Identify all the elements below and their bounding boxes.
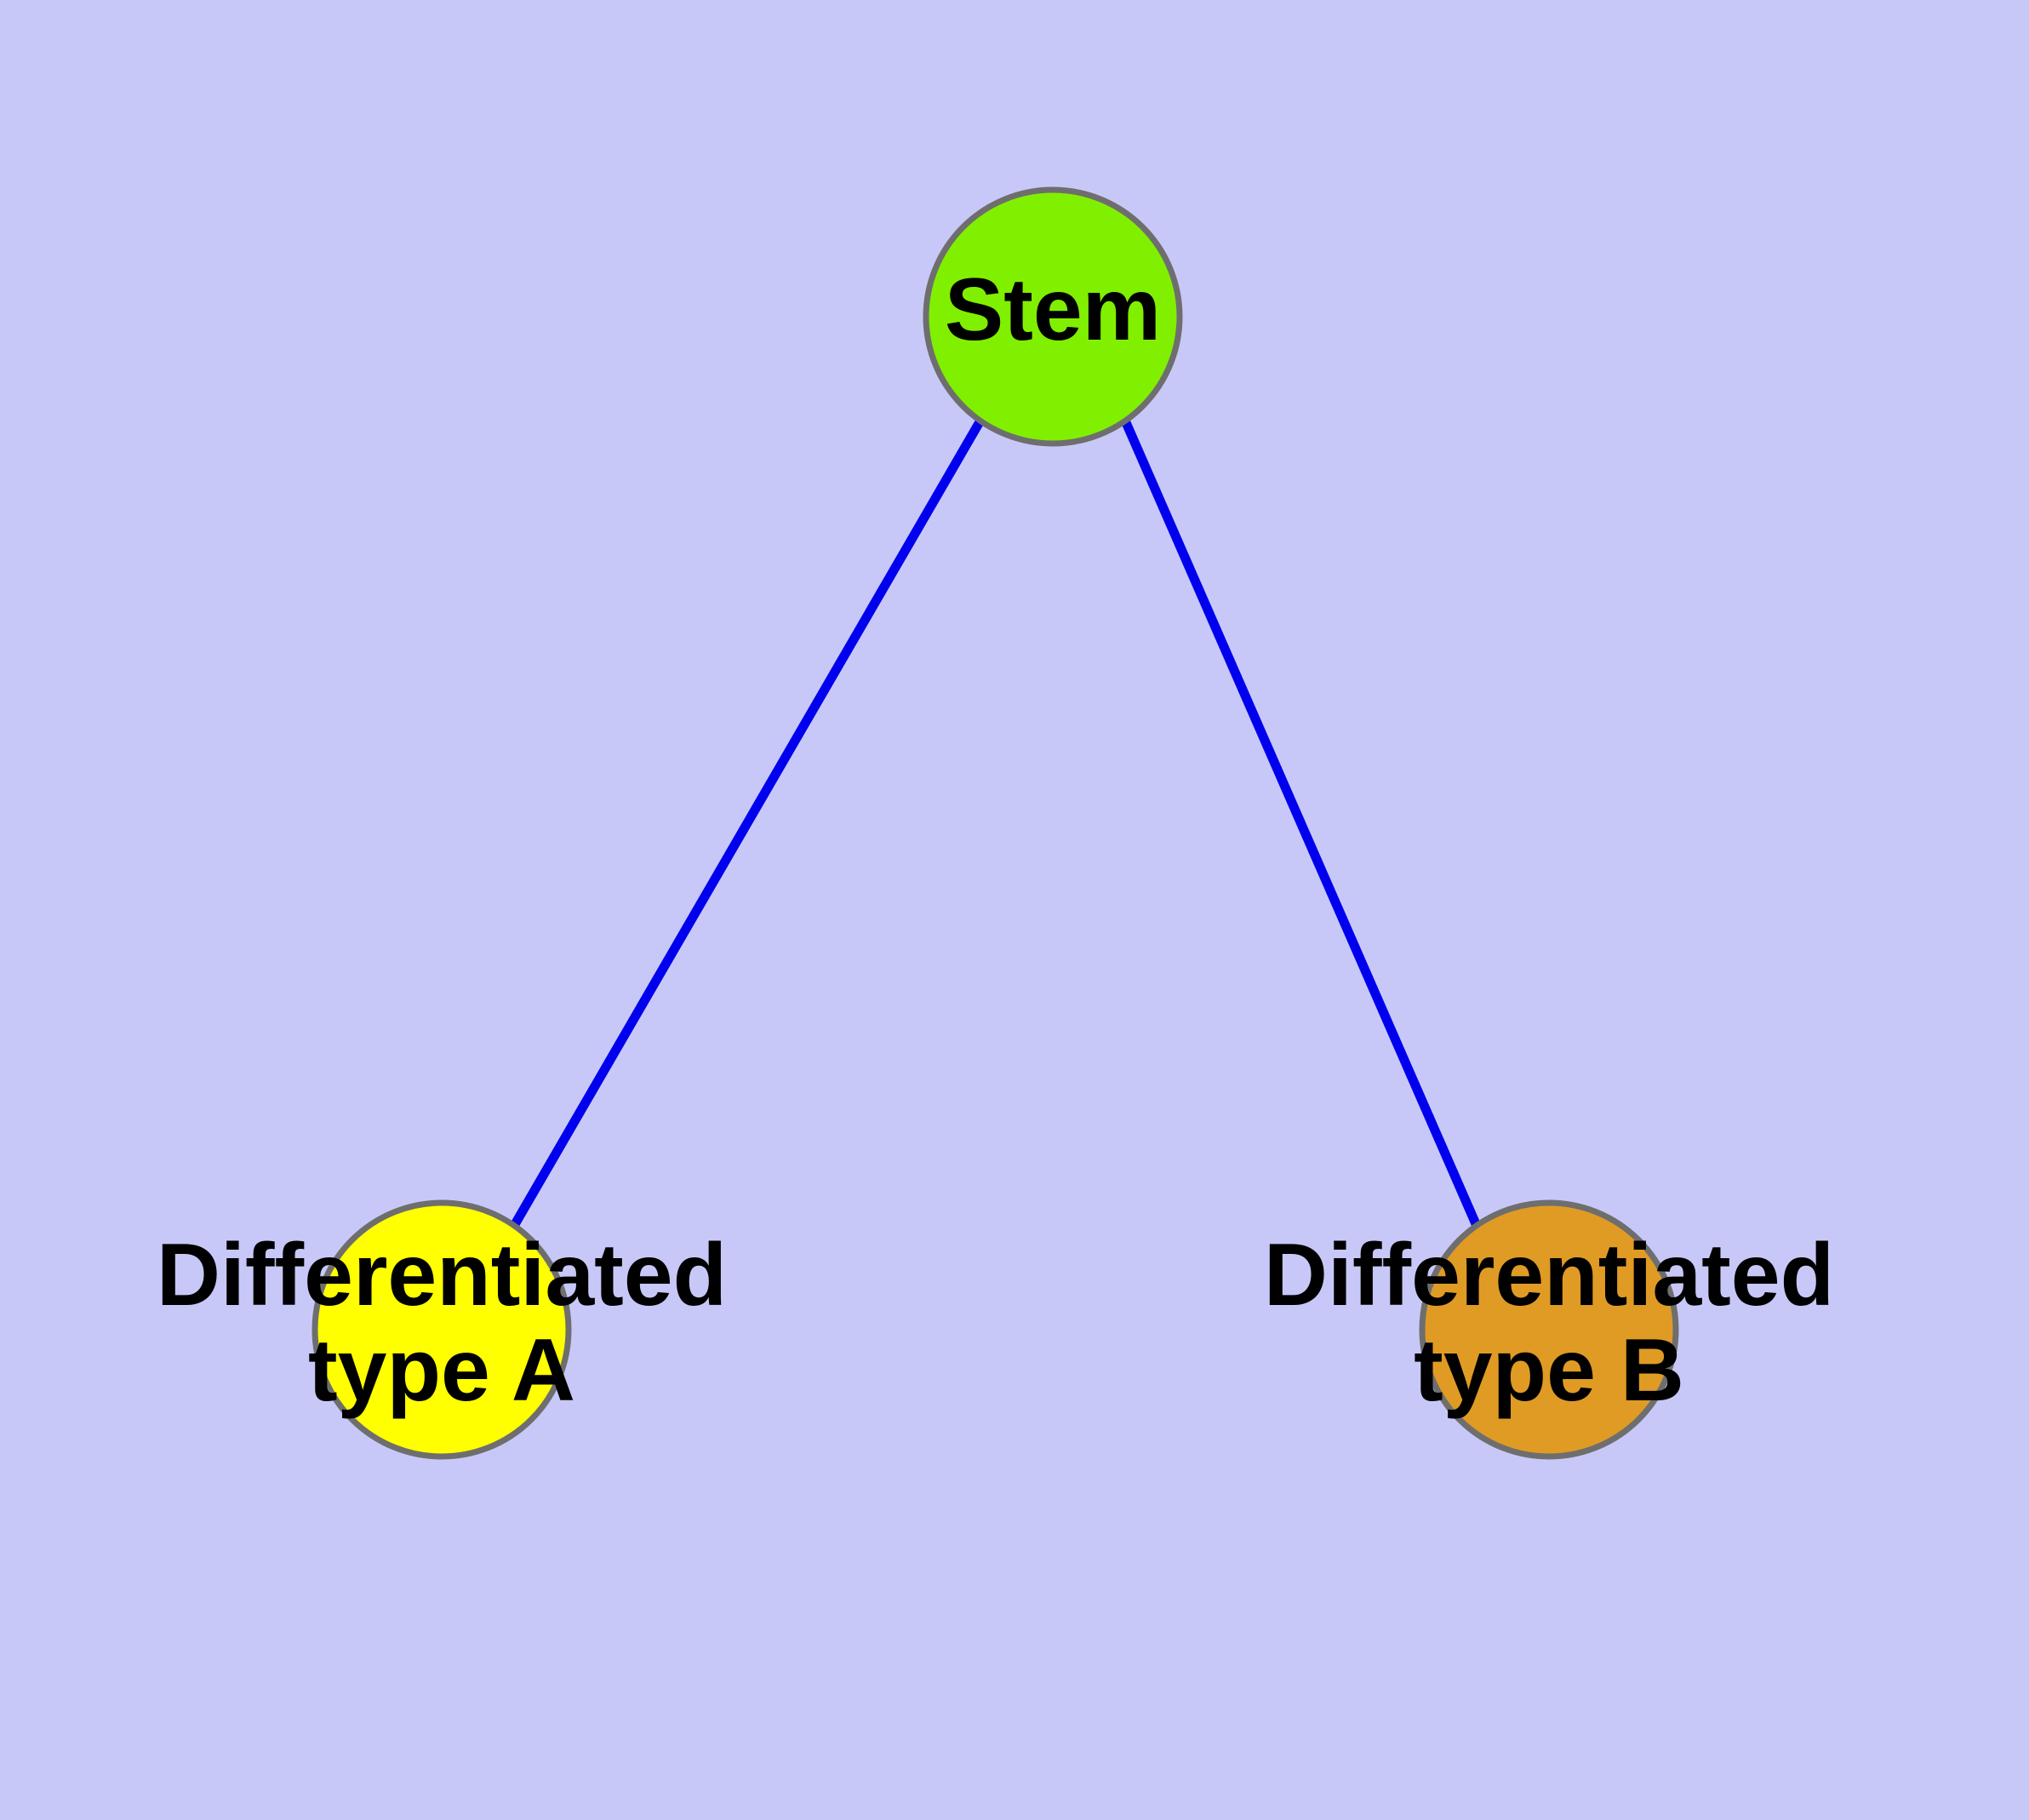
node-label-line: Differentiated: [1264, 1226, 1834, 1325]
node-label-line: Stem: [945, 260, 1161, 359]
node-circle-stem[interactable]: [923, 186, 1183, 447]
node-label-line: Differentiated: [157, 1226, 727, 1325]
graph-edge-stem-to-diff-b: [1120, 418, 1482, 1228]
graph-edge-stem-to-diff-a: [510, 418, 985, 1228]
edges-layer: [510, 418, 1482, 1228]
node-label-stem: Stem: [945, 260, 1161, 359]
node-label-line: type A: [308, 1321, 575, 1420]
node-circle-diff-b[interactable]: [1419, 1199, 1679, 1460]
node-label-line: type B: [1414, 1321, 1684, 1420]
node-circle-diff-a[interactable]: [311, 1199, 572, 1460]
graph-node-stem[interactable]: Stem: [923, 186, 1183, 447]
